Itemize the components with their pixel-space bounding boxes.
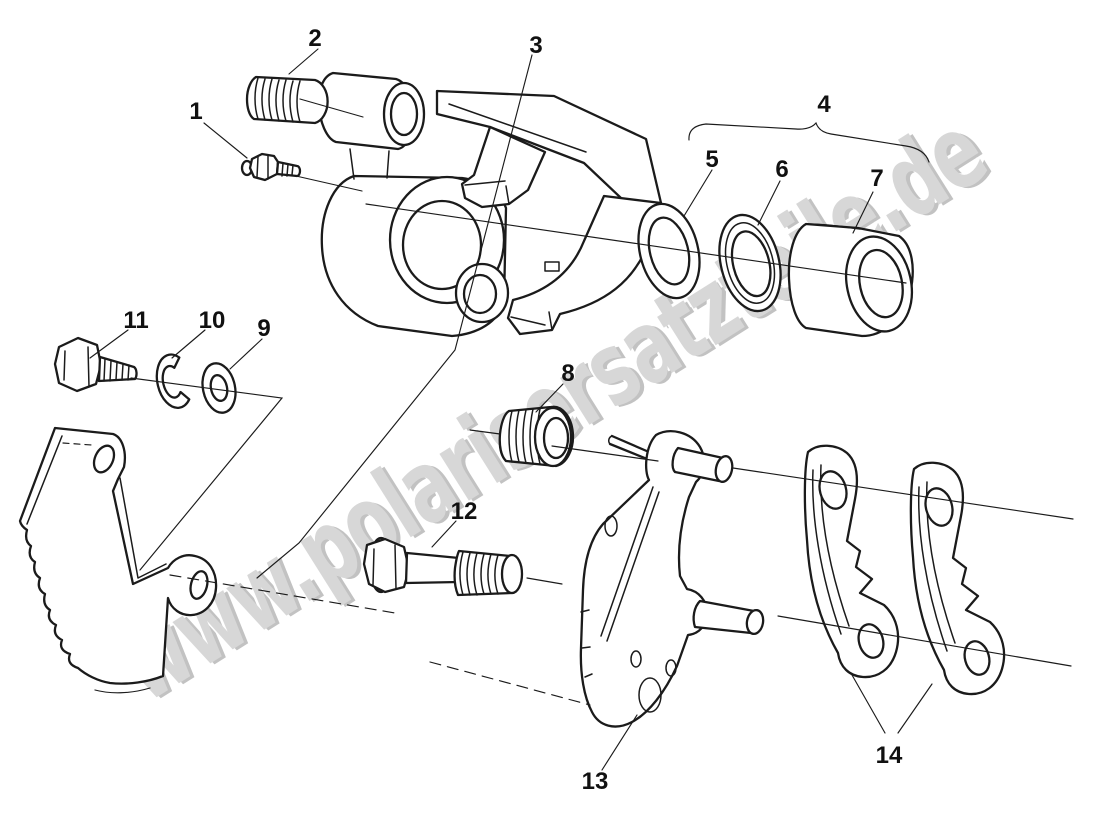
part-seal-ring [637, 202, 701, 300]
part-flat-washer [201, 362, 237, 414]
part-piston [787, 222, 914, 338]
part-mounting-bolt [362, 536, 524, 597]
callout-13: 13 [582, 768, 609, 795]
callout-11: 11 [123, 307, 148, 334]
part-hex-bolt [53, 336, 138, 393]
callout-8: 8 [561, 360, 574, 387]
callout-3: 3 [529, 32, 542, 59]
part-brake-pads [803, 444, 1006, 696]
callout-14: 14 [876, 742, 903, 769]
callout-2: 2 [308, 25, 321, 52]
part-thread-bushing [498, 405, 575, 468]
callout-10: 10 [199, 307, 226, 334]
callout-7: 7 [870, 165, 883, 192]
part-bleeder-valve [240, 152, 302, 182]
part-caliper-body [317, 71, 663, 338]
part-thread-plug [245, 75, 329, 125]
callout-9: 9 [257, 315, 270, 342]
callout-1: 1 [189, 98, 202, 125]
exploded-view-drawing: 1 2 3 4 5 6 7 8 9 10 11 12 13 14 [18, 25, 1074, 795]
part-o-ring [718, 213, 782, 313]
part-lock-washer [155, 353, 191, 409]
callout-4: 4 [817, 91, 831, 118]
callout-5: 5 [705, 146, 718, 173]
callout-labels: 1 2 3 4 5 6 7 8 9 10 11 12 13 14 [123, 25, 903, 795]
callout-12: 12 [451, 498, 478, 525]
leader-and-axis-lines [89, 48, 1074, 771]
part-caliper-bracket [579, 430, 765, 728]
part-caliper-mount [18, 426, 218, 694]
bracket-brace-4 [688, 121, 930, 163]
callout-6: 6 [775, 156, 788, 183]
